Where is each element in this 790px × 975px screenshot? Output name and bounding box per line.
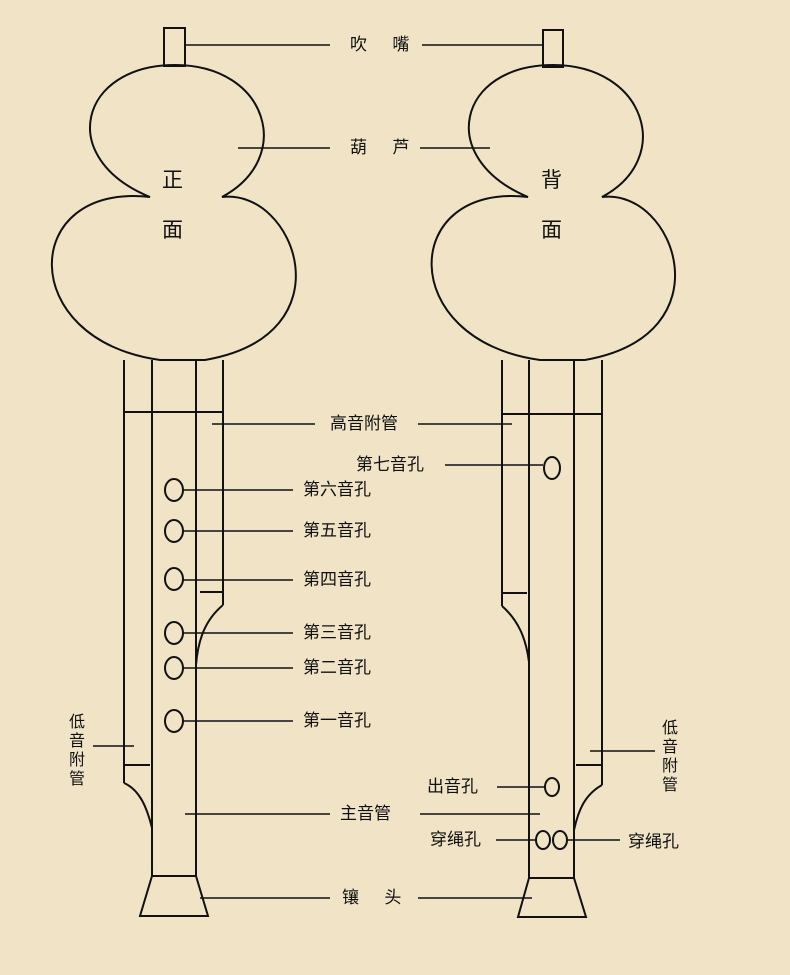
front-hole-3 (164, 621, 184, 645)
label-high-pipe: 高音附管 (330, 414, 398, 434)
back-right-pipe-taper (573, 784, 603, 831)
front-left-pipe-taper (123, 782, 153, 829)
back-string-hole-left (535, 830, 551, 850)
label-end-cap: 镶 头 (342, 888, 412, 908)
label-string-hole-left: 穿绳孔 (430, 830, 481, 850)
label-hole-3: 第三音孔 (303, 623, 371, 643)
front-gourd (51, 63, 297, 361)
front-hole-6 (164, 478, 184, 502)
label-hole-1: 第一音孔 (303, 711, 371, 731)
front-view-char-2: 面 (162, 218, 183, 242)
label-hole-4: 第四音孔 (303, 570, 371, 590)
label-low-pipe-back: 低音附管 (661, 718, 678, 794)
label-sound-hole: 出音孔 (427, 777, 478, 797)
back-view-char-2: 面 (541, 218, 562, 242)
back-gourd (430, 63, 677, 361)
front-instrument (51, 27, 297, 917)
label-low-pipe-front: 低音附管 (68, 712, 85, 788)
front-mouthpiece (163, 27, 186, 67)
back-end-cap (516, 877, 588, 918)
back-hole-7 (543, 456, 561, 480)
label-gourd: 葫 芦 (350, 138, 420, 158)
back-left-pipe-taper (501, 605, 530, 663)
back-view-char-1: 背 (541, 168, 562, 192)
label-hole-6: 第六音孔 (303, 480, 371, 500)
label-hole-5: 第五音孔 (303, 521, 371, 541)
back-string-hole-right (552, 830, 568, 850)
back-instrument (430, 29, 677, 918)
front-hole-5 (164, 519, 184, 543)
label-mouthpiece: 吹 嘴 (350, 35, 420, 55)
label-hole-2: 第二音孔 (303, 658, 371, 678)
label-main-pipe: 主音管 (340, 804, 391, 824)
front-end-cap (138, 875, 210, 917)
label-hole-7: 第七音孔 (356, 455, 424, 475)
back-mouthpiece (542, 29, 564, 68)
label-string-hole-right: 穿绳孔 (628, 832, 679, 852)
front-hole-2 (164, 656, 184, 680)
front-view-char-1: 正 (162, 168, 183, 192)
front-right-pipe-taper (195, 604, 224, 666)
leader-lines (93, 44, 655, 899)
back-sound-hole (544, 777, 560, 797)
front-hole-1 (164, 709, 184, 733)
front-hole-4 (164, 567, 184, 591)
